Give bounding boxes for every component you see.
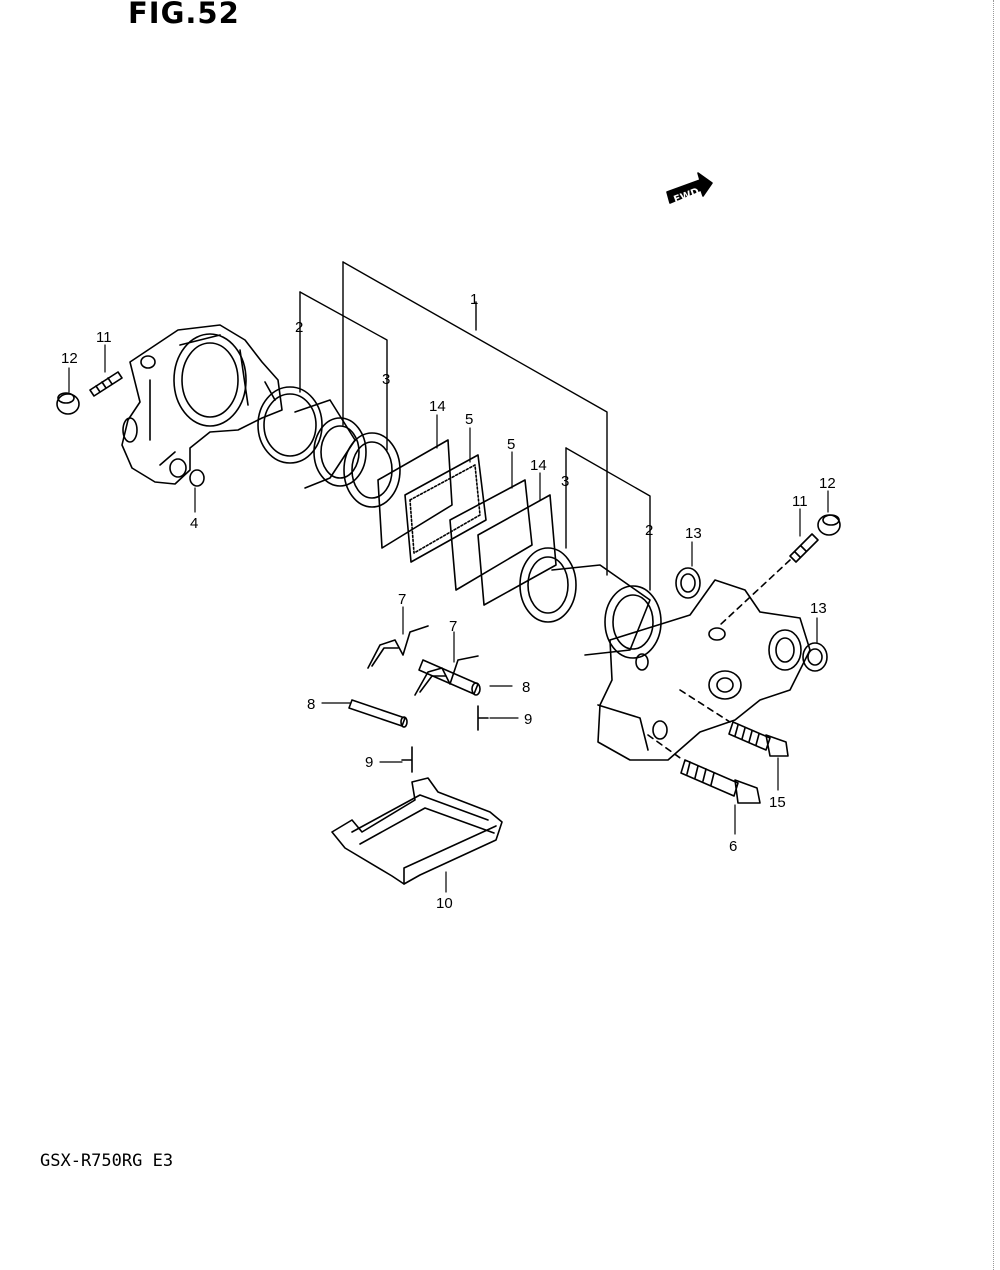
callout-4: 4	[190, 515, 198, 532]
right-caliper-half	[597, 579, 811, 761]
caliper-mounting-bolt-6	[647, 689, 761, 804]
callout-11-right: 11	[792, 493, 808, 510]
forward-arrow-icon: FWD	[666, 172, 713, 206]
callout-5-left: 5	[465, 411, 473, 428]
right-brake-pads	[449, 479, 557, 606]
callout-9-right: 9	[524, 711, 532, 728]
assembly-bracket-lines	[299, 261, 651, 591]
right-washer-lower	[802, 642, 828, 672]
callout-7-upper: 7	[398, 591, 406, 608]
right-bleeder-screw	[719, 533, 819, 626]
callout-13-upper: 13	[685, 525, 702, 542]
callout-labels: 1 2 2 3 3 4 5 5 6 7 7 8 8 9 9 10 11 11 1…	[61, 291, 836, 912]
left-washer	[189, 469, 205, 487]
pad-pin-left	[348, 699, 408, 728]
callout-8-left: 8	[307, 696, 315, 713]
callout-15: 15	[769, 794, 786, 811]
figure-title: FIG.52	[128, 0, 240, 30]
callout-12-right: 12	[819, 475, 836, 492]
callout-1: 1	[470, 291, 478, 308]
right-bleeder-cap	[817, 514, 841, 536]
left-caliper-half	[121, 324, 283, 485]
left-brake-pads	[377, 439, 487, 563]
right-washer-upper	[675, 567, 701, 599]
pin-clip-left	[401, 746, 413, 773]
pad-spring-upper	[367, 625, 429, 669]
right-piston-and-seals	[519, 547, 662, 659]
callout-14-left: 14	[429, 398, 446, 415]
pin-clip-right	[477, 705, 489, 731]
callout-5-right: 5	[507, 436, 515, 453]
callout-leader-lines	[68, 344, 829, 893]
pad-retainer-plate	[331, 777, 503, 885]
callout-7-lower: 7	[449, 618, 457, 635]
callout-2-left: 2	[295, 319, 303, 336]
model-code: GSX-R750RG E3	[40, 1151, 174, 1171]
callout-9-left: 9	[365, 754, 373, 771]
callout-8-right: 8	[522, 679, 530, 696]
caliper-mounting-bolt-15	[728, 721, 789, 757]
callout-12-left: 12	[61, 350, 78, 367]
left-bleeder-cap	[56, 392, 80, 415]
callout-6: 6	[729, 838, 737, 855]
callout-3-left: 3	[382, 371, 390, 388]
callout-11-left: 11	[96, 329, 112, 346]
callout-2-right: 2	[645, 522, 653, 539]
left-bleeder-screw	[89, 371, 123, 397]
callout-3-right: 3	[561, 473, 569, 490]
pad-spring-lower	[414, 655, 479, 696]
callout-14-right: 14	[530, 457, 547, 474]
scan-edge-border	[993, 0, 1000, 1270]
callout-13-lower: 13	[810, 600, 827, 617]
pad-pin-right	[418, 659, 481, 696]
callout-10: 10	[436, 895, 453, 912]
left-piston-and-seals	[257, 386, 401, 508]
